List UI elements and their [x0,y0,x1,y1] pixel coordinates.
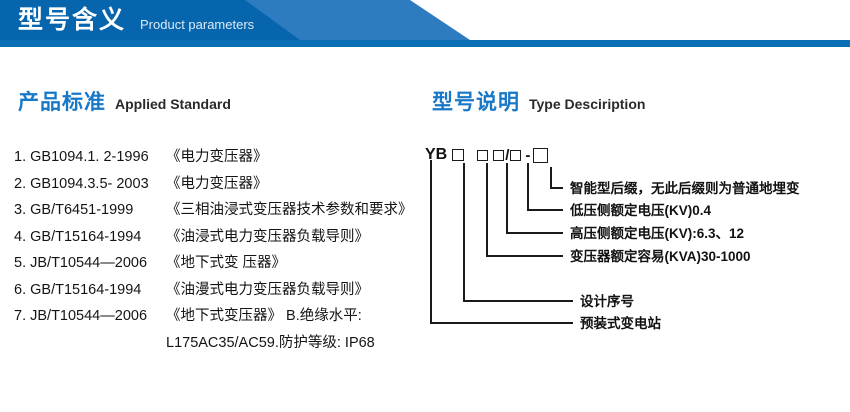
standard-item: 1. GB1094.1. 2-1996 《电力变压器》 [14,144,444,171]
leader-line-lv-voltage [527,163,563,211]
leader-line-prefab-substation [430,160,573,324]
section-title-type-description: 型号说明 Type Desciription [432,86,645,116]
section-title-applied-standard: 产品标准 Applied Standard [18,86,231,116]
section-title-en: Type Desciription [529,96,646,112]
type-code-row: YB /- [425,145,549,165]
standard-code: 7. JB/T10544—2006 [14,308,148,324]
callout-design-serial: 设计序号 [580,294,634,309]
header-title-en: Product parameters [140,17,255,32]
callout-rated-capacity: 变压器额定容易(KVA)30-1000 [570,249,751,264]
callout-intelligent-suffix: 智能型后缀，无此后缀则为普通地埋变 [570,181,800,196]
type-code-slash: / [505,146,510,164]
standard-code: 5. JB/T10544—2006 [14,255,148,271]
standard-item: 3. GB/T6451-1999 《三相油浸式变压器技术参数和要求》 [14,197,444,224]
page-header: 型号含义 Product parameters [0,0,850,48]
type-code-box [510,149,522,161]
header-title-cn: 型号含义 [18,6,127,34]
standard-code: 4. GB/T15164-1994 [14,228,142,245]
section-title-en: Applied Standard [115,96,231,112]
leader-line-rated-capacity [486,163,563,257]
standard-name: 《油浸式电力变压器负载导则》 [166,228,369,245]
header-underline [0,40,850,47]
standard-name: 《地下式变 压器》 [166,255,287,271]
standard-name: 《电力变压器》 [166,149,268,165]
standard-code: 6. GB/T15164-1994 [14,281,142,298]
standard-name: 《三相油浸式变压器技术参数和要求》 [166,202,413,218]
type-code-box [477,149,489,161]
standard-name: 《油漫式电力变压器负载导则》 [166,281,369,298]
section-title-cn: 产品标准 [18,91,106,114]
section-title-cn: 型号说明 [432,91,520,114]
standard-name: 《地下式变压器》 B.绝缘水平: [166,308,362,324]
standard-item: 2. GB1094.3.5- 2003 《电力变压器》 [14,171,444,198]
header-band-dark [0,0,300,40]
type-code-box [533,147,549,163]
standard-code: 3. GB/T6451-1999 [14,202,134,218]
leader-line-intelligent-suffix [550,167,563,189]
type-code-box [452,149,465,161]
standard-item: 7. JB/T10544—2006 《地下式变压器》 B.绝缘水平: [14,303,444,330]
standard-name: 《电力变压器》 [166,175,268,192]
standard-item: 6. GB/T15164-1994 《油漫式电力变压器负载导则》 [14,277,444,304]
standard-item: 4. GB/T15164-1994 《油浸式电力变压器负载导则》 [14,224,444,251]
type-code-box [493,149,505,161]
standard-item: 5. JB/T10544—2006 《地下式变 压器》 [14,250,444,277]
standard-code: 1. GB1094.1. 2-1996 [14,149,149,165]
callout-lv-rated-voltage: 低压侧额定电压(KV)0.4 [570,203,712,218]
leader-line-design-serial [463,163,573,302]
standard-code: 2. GB1094.3.5- 2003 [14,175,149,192]
leader-line-hv-voltage [506,163,563,234]
standard-continuation-line: L175AC35/AC59.防护等级: IP68 [166,334,375,351]
type-code-prefix: YB [425,146,448,163]
callout-prefab-substation: 预装式变电站 [580,316,661,331]
type-code-dash: - [525,146,531,164]
standards-list: 1. GB1094.1. 2-1996《电力变压器》2. GB1094.3.5-… [14,144,444,356]
callout-hv-rated-voltage: 高压侧额定电压(KV):6.3、12 [570,226,745,241]
